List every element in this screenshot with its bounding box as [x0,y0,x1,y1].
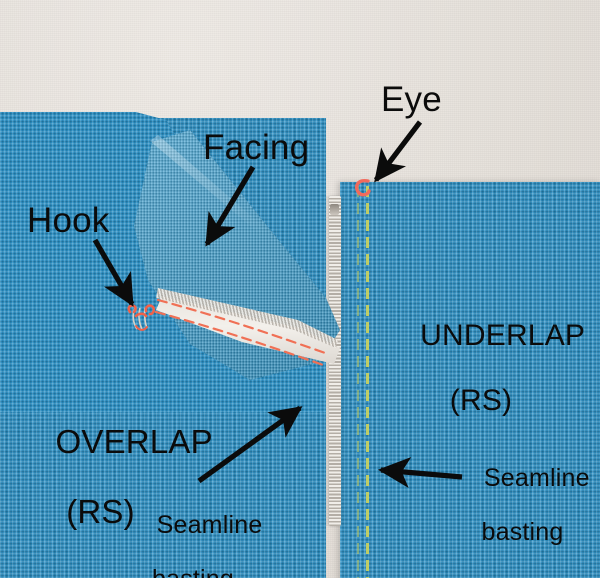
seamline-basting-underlap-secondary [357,186,359,578]
label-underlap-line2: (RS) [449,384,513,418]
eye-arrow [373,120,423,183]
label-facing: Facing [203,128,310,167]
zipper-tape-stitching [154,298,330,368]
label-seamline-basting-right: Seamline basting [455,438,590,578]
label-seamline-right-line1: Seamline [483,464,590,492]
label-eye: Eye [381,80,442,119]
label-underlap: UNDERLAP (RS) [386,288,585,482]
label-overlap-line1: OVERLAP [55,422,213,460]
label-hook: Hook [27,201,110,240]
eye-fastener-icon [355,179,371,197]
label-underlap-line1: UNDERLAP [420,319,586,353]
label-seamline-left-line2: basting [128,566,258,578]
label-overlap: OVERLAP (RS) [18,390,212,578]
seamline-basting-underlap [366,186,369,578]
label-seamline-basting-left: Seamline basting [128,485,262,578]
seamline-left-arrow [197,405,303,484]
zipper-top-stop [330,204,339,215]
label-seamline-right-line2: basting [481,518,564,546]
hook-arrow [92,238,135,307]
seamline-right-arrow [377,456,463,489]
facing-arrow [204,165,256,247]
label-overlap-line2: (RS) [66,492,135,530]
underlap-fabric-panel [340,182,600,578]
label-seamline-left-line1: Seamline [156,511,263,539]
hook-fastener-icon [127,304,156,331]
